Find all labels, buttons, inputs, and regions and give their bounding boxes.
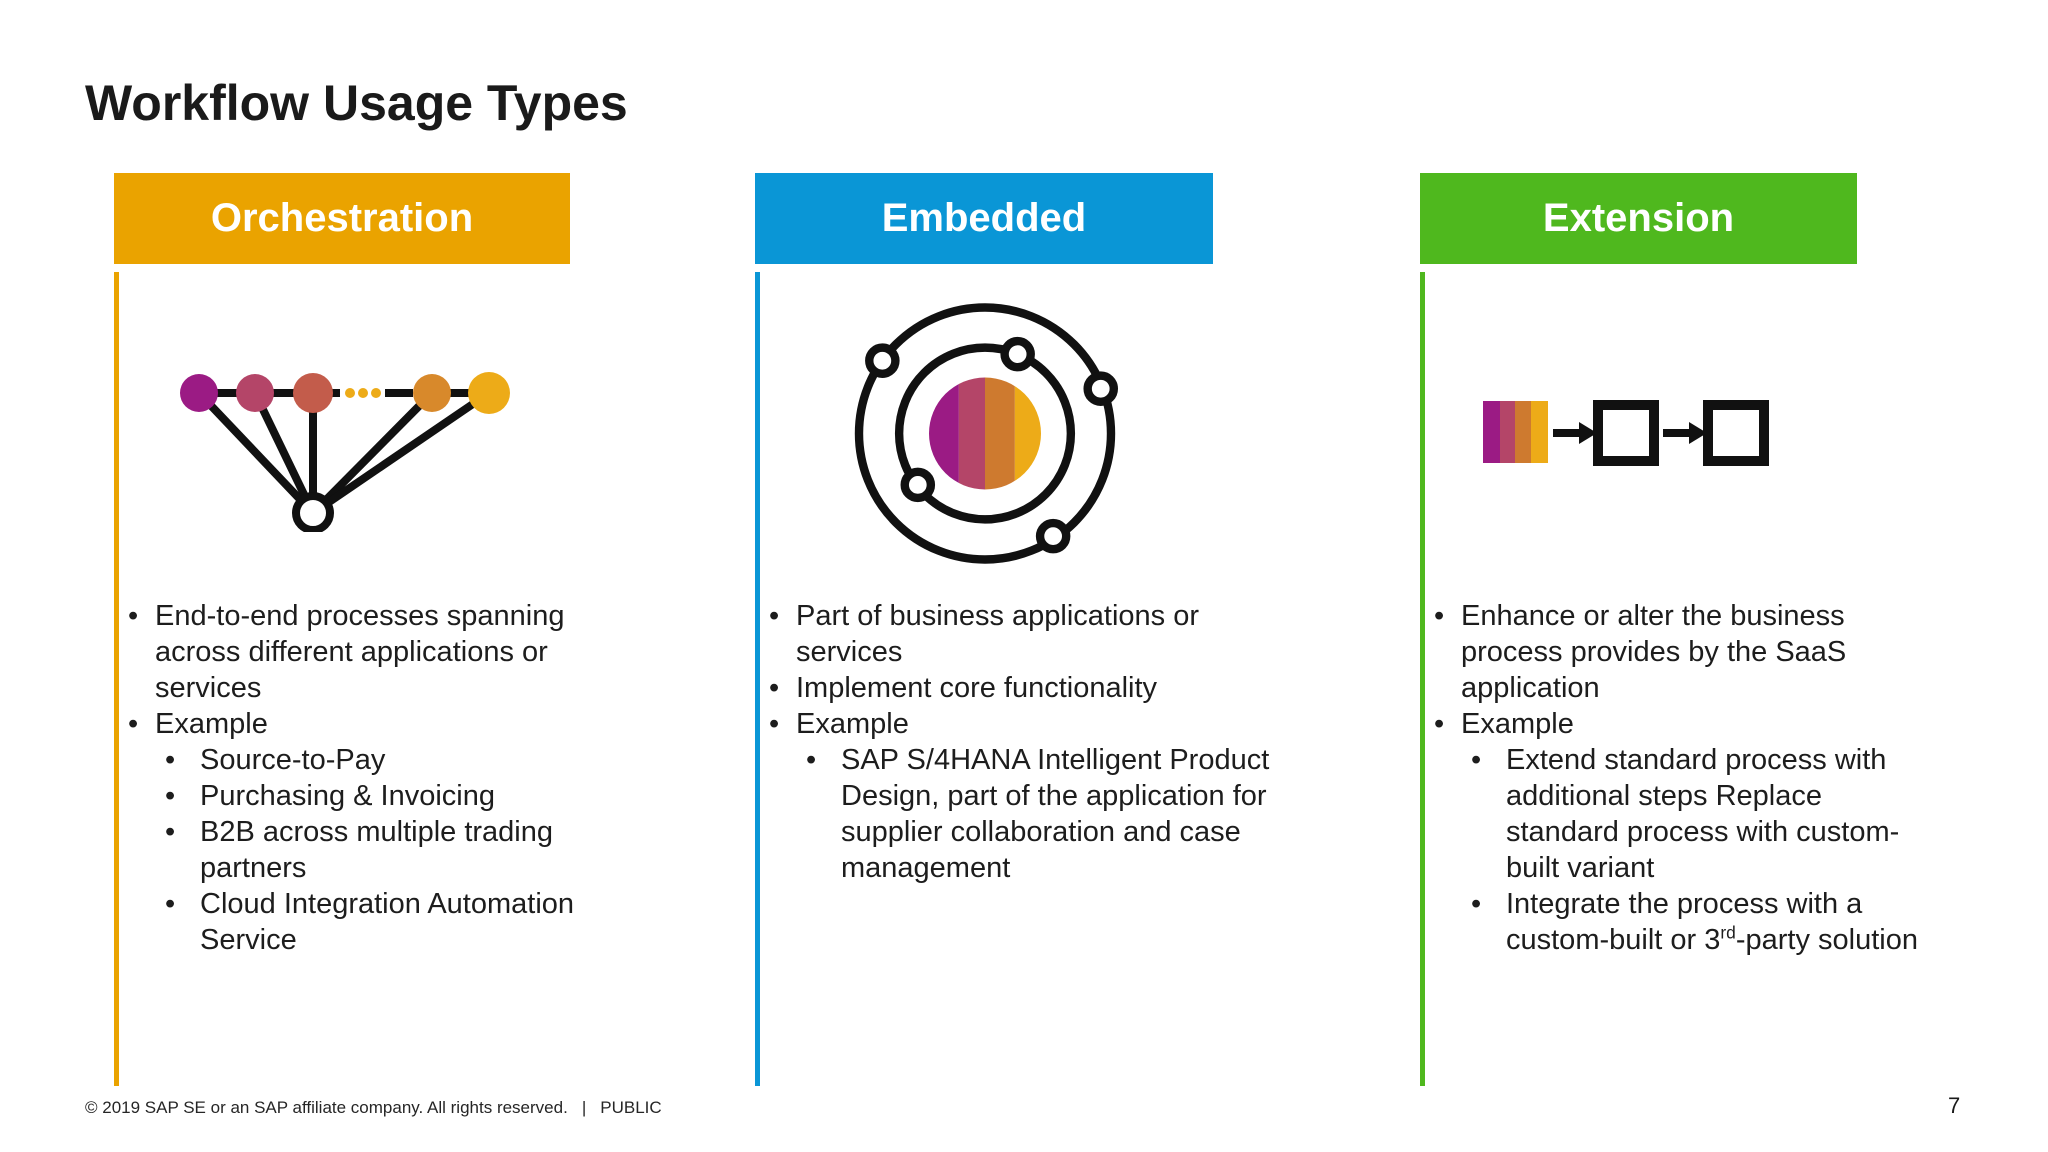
bullet-text: Example [796,708,909,740]
footer-separator: | [581,1098,587,1117]
process-chain-svg [1483,400,1769,466]
orchestration-header: Orchestration [114,173,570,264]
bullet-text: B2B across multiple trading partners [200,816,553,884]
bullet-text: Source-to-Pay [200,744,386,776]
extension-bullet-list: Enhance or alter the business process pr… [1420,598,1941,958]
list-item: End-to-end processes spanning across dif… [114,598,635,706]
bullet-text: Part of business applications or service… [796,600,1199,668]
list-item: Example Source-to-Pay Purchasing & Invoi… [114,706,635,958]
copyright-text: © 2019 SAP SE or an SAP affiliate compan… [85,1098,568,1117]
list-item: Part of business applications or service… [755,598,1276,670]
process-chain-icon [1483,398,1773,468]
ordinal-superscript: rd [1720,922,1736,943]
bullet-text: Example [1461,708,1574,740]
orbit-icon [845,287,1125,580]
column-extension: Extension Enhance or alter the business … [1420,173,1980,1086]
list-item: SAP S/4HANA Intelligent Product Design, … [796,742,1276,886]
orchestration-header-label: Orchestration [210,196,474,240]
list-item: Implement core functionality [755,670,1276,706]
bullet-text: Extend standard process with additional … [1506,744,1900,884]
bullet-text: End-to-end processes spanning across dif… [155,600,565,704]
list-item: B2B across multiple trading partners [155,814,635,886]
fan-out-network-icon [180,372,510,532]
orchestration-sub-list: Source-to-Pay Purchasing & Invoicing B2B… [155,742,635,958]
list-item: Enhance or alter the business process pr… [1420,598,1941,706]
bullet-text: SAP S/4HANA Intelligent Product Design, … [841,744,1270,884]
fan-out-network-svg [180,372,510,532]
list-item: Integrate the process with a custom-buil… [1461,886,1941,958]
bullet-text: Purchasing & Invoicing [200,780,495,812]
embedded-bullet-list: Part of business applications or service… [755,598,1276,886]
page-title: Workflow Usage Types [85,75,628,131]
list-item: Source-to-Pay [155,742,635,778]
extension-sub-list: Extend standard process with additional … [1461,742,1941,958]
bullet-text: Implement core functionality [796,672,1158,704]
list-item: Purchasing & Invoicing [155,778,635,814]
extension-header-label: Extension [1542,196,1735,240]
orbit-svg [854,303,1118,564]
footer: © 2019 SAP SE or an SAP affiliate compan… [85,1098,662,1118]
bullet-text: -party solution [1735,924,1918,956]
list-item: Cloud Integration Automation Service [155,886,635,958]
bullet-text: Integrate the process with a custom-buil… [1506,888,1863,956]
column-orchestration: Orchestration [114,173,674,1086]
embedded-header-label: Embedded [881,196,1087,240]
bullet-text: Cloud Integration Automation Service [200,888,575,956]
embedded-header: Embedded [755,173,1213,264]
extension-header: Extension [1420,173,1857,264]
classification-label: PUBLIC [600,1098,662,1117]
list-item: Example Extend standard process with add… [1420,706,1941,958]
list-item: Example SAP S/4HANA Intelligent Product … [755,706,1276,886]
bullet-text: Enhance or alter the business process pr… [1461,600,1847,704]
column-embedded: Embedded [755,173,1315,1086]
bullet-text: Example [155,708,268,740]
embedded-sub-list: SAP S/4HANA Intelligent Product Design, … [796,742,1276,886]
list-item: Extend standard process with additional … [1461,742,1941,886]
page-number: 7 [1948,1093,1961,1118]
orchestration-bullet-list: End-to-end processes spanning across dif… [114,598,635,958]
